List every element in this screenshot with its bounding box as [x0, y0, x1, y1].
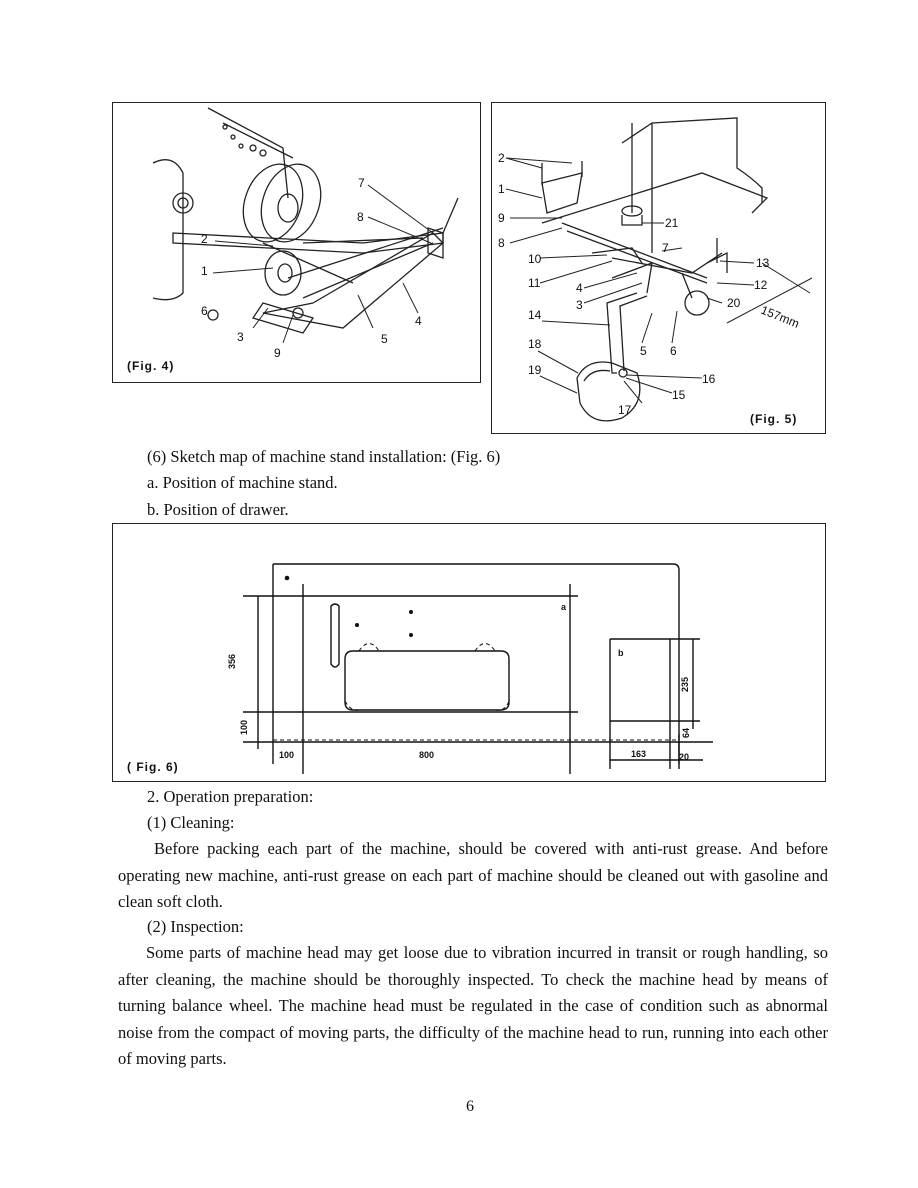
fig5-label-14: 14	[528, 308, 542, 322]
item6-b: b. Position of drawer.	[147, 500, 289, 519]
figure-4: 2 1 6 7 8 4 5 3 9 (Fig. 4)	[112, 102, 481, 383]
fig4-label-9: 9	[274, 346, 281, 360]
fig6-dim-100-vertical: 100	[239, 720, 249, 735]
fig5-label-18: 18	[528, 337, 542, 351]
fig5-label-12: 12	[754, 278, 768, 292]
figure-6: a b 356 100 100 800 235 64 163 20 ( Fig.…	[112, 523, 826, 782]
fig5-label-5: 5	[640, 344, 647, 358]
item6-title: (6) Sketch map of machine stand installa…	[147, 447, 501, 466]
fig5-label-8: 8	[498, 236, 505, 250]
fig4-label-7: 7	[358, 176, 365, 190]
fig5-label-13: 13	[756, 256, 770, 270]
figure-6-drawing: a b 356 100 100 800 235 64 163 20	[227, 563, 713, 774]
fig6-marker-b: b	[618, 648, 624, 658]
fig5-label-9: 9	[498, 211, 505, 225]
fig4-label-6: 6	[201, 304, 208, 318]
fig5-label-16: 16	[702, 372, 716, 386]
fig6-dim-100-horizontal: 100	[279, 750, 294, 760]
fig4-caption: (Fig. 4)	[127, 359, 175, 373]
fig6-marker-a: a	[561, 602, 567, 612]
figure-5: 2 1 9 8 10 11 4 3 14 18 19 21 7 13 12 20…	[491, 102, 826, 434]
page-number: 6	[466, 1098, 474, 1115]
fig5-label-17: 17	[618, 403, 632, 417]
item6-a: a. Position of machine stand.	[147, 473, 338, 492]
fig6-dim-64: 64	[681, 728, 691, 738]
fig5-label-11: 11	[528, 276, 541, 290]
fig6-dim-20: 20	[679, 752, 689, 762]
fig5-caption: (Fig. 5)	[750, 412, 798, 426]
section-2-title: 2. Operation preparation:	[147, 787, 314, 806]
fig5-label-15: 15	[672, 388, 686, 402]
fig6-caption: ( Fig. 6)	[127, 760, 179, 774]
inspection-body: Some parts of machine head may get loose…	[118, 943, 828, 1068]
fig6-dim-356: 356	[227, 654, 237, 669]
fig5-label-10: 10	[528, 252, 542, 266]
figure-4-drawing: 2 1 6 7 8 4 5 3 9	[152, 107, 459, 360]
fig5-label-7: 7	[662, 241, 669, 255]
fig6-dim-163: 163	[631, 749, 646, 759]
fig5-label-6: 6	[670, 344, 677, 358]
fig4-label-4: 4	[415, 314, 422, 328]
fig4-label-1: 1	[201, 264, 208, 278]
fig5-label-2: 2	[498, 151, 505, 165]
fig4-label-2: 2	[201, 232, 208, 246]
fig5-dimension-157mm: 157mm	[759, 303, 801, 331]
fig6-dim-800: 800	[419, 750, 434, 760]
fig4-label-5: 5	[381, 332, 388, 346]
fig5-label-19: 19	[528, 363, 542, 377]
fig5-label-1: 1	[498, 182, 505, 196]
fig5-label-21: 21	[665, 216, 679, 230]
cleaning-title: (1) Cleaning:	[147, 813, 235, 832]
fig5-label-3: 3	[576, 298, 583, 312]
fig4-label-8: 8	[357, 210, 364, 224]
fig6-dim-235: 235	[680, 677, 690, 692]
fig5-label-20: 20	[727, 296, 741, 310]
fig5-label-4: 4	[576, 281, 583, 295]
inspection-title: (2) Inspection:	[147, 917, 244, 936]
fig4-label-3: 3	[237, 330, 244, 344]
figure-5-drawing: 2 1 9 8 10 11 4 3 14 18 19 21 7 13 12 20…	[498, 117, 813, 422]
cleaning-body: Before packing each part of the machine,…	[118, 839, 828, 911]
